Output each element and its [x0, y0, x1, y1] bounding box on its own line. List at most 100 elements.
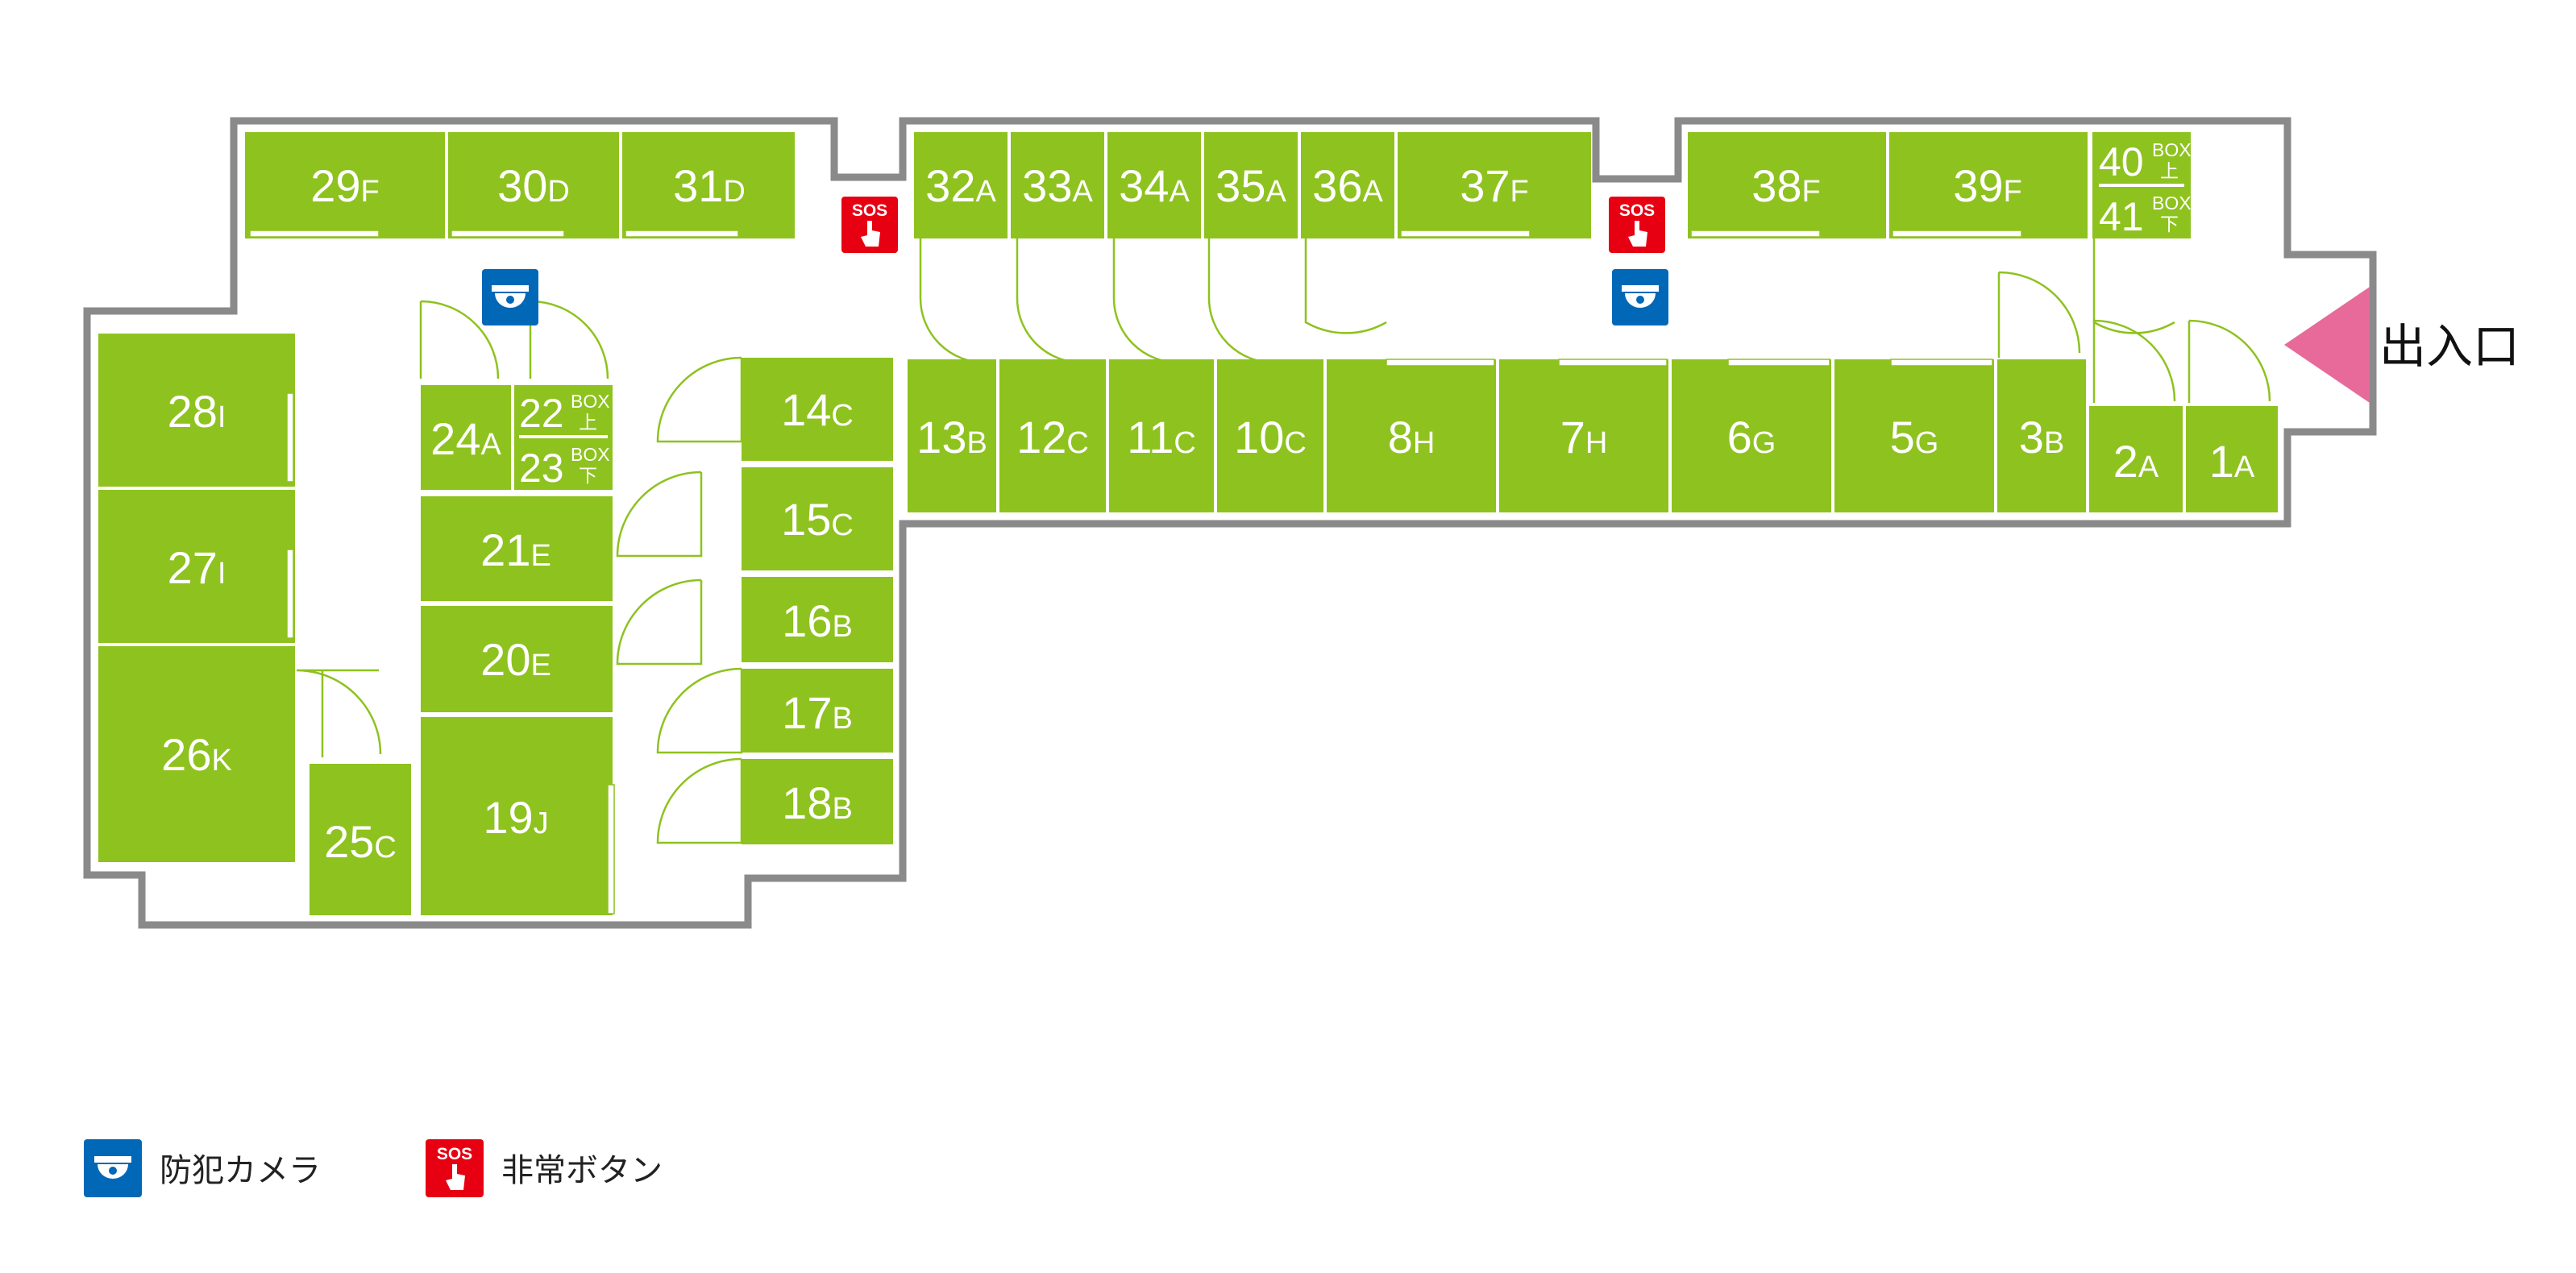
unit-15[interactable]: 15C: [742, 467, 893, 570]
entrance-arrow-icon: [2284, 287, 2370, 403]
svg-text:15C: 15C: [781, 494, 854, 545]
svg-text:10C: 10C: [1234, 412, 1307, 462]
unit-number: 22: [519, 391, 564, 436]
svg-text:38F: 38F: [1751, 160, 1821, 211]
svg-text:41: 41: [2099, 194, 2144, 239]
unit-class: C: [1284, 426, 1306, 460]
unit-number: 25: [324, 816, 374, 867]
unit-6[interactable]: 6G: [1672, 359, 1831, 512]
unit-10[interactable]: 10C: [1217, 359, 1323, 512]
unit-number: 2: [2113, 436, 2138, 487]
legend: 防犯カメラ SOS 非常ボタン: [84, 1139, 663, 1197]
sos-button-icon: SOS: [1609, 197, 1665, 253]
unit-number: 19: [483, 792, 533, 843]
unit-class: H: [1585, 426, 1607, 460]
unit-25[interactable]: 25C: [310, 764, 411, 915]
unit-20[interactable]: 20E: [421, 606, 613, 712]
unit-number: 17: [782, 687, 832, 738]
svg-text:SOS: SOS: [852, 201, 887, 220]
unit-7[interactable]: 7H: [1499, 359, 1668, 512]
svg-text:19J: 19J: [483, 792, 548, 843]
unit-number: 38: [1751, 160, 1801, 211]
legend-camera-label: 防犯カメラ: [160, 1152, 321, 1189]
unit-3[interactable]: 3B: [1997, 359, 2086, 512]
unit-number: 12: [1016, 412, 1066, 462]
unit-number: 18: [782, 777, 832, 828]
svg-text:5G: 5G: [1890, 412, 1939, 462]
unit-32[interactable]: 32A: [914, 132, 1008, 238]
unit-35[interactable]: 35A: [1204, 132, 1298, 238]
unit-number: 15: [781, 494, 831, 545]
svg-text:37F: 37F: [1460, 160, 1529, 211]
unit-13[interactable]: 13B: [908, 359, 996, 512]
unit-number: 16: [782, 595, 832, 646]
legend-sos-label: 非常ボタン: [501, 1152, 663, 1189]
unit-class: B: [832, 610, 852, 644]
unit-class: C: [1174, 426, 1195, 460]
unit-11[interactable]: 11C: [1109, 359, 1214, 512]
unit-40-41-box[interactable]: 40 BOX 上 41 BOX 下: [2092, 132, 2192, 239]
unit-number: 23: [519, 446, 564, 491]
unit-12[interactable]: 12C: [999, 359, 1106, 512]
box-lower-label: 下: [579, 465, 597, 486]
svg-text:2A: 2A: [2113, 436, 2159, 487]
sos-button-icon: SOS: [426, 1139, 484, 1197]
unit-class: A: [1362, 175, 1383, 209]
unit-class: G: [1915, 426, 1939, 460]
unit-class: D: [547, 175, 569, 209]
unit-class: C: [831, 399, 853, 433]
unit-39[interactable]: 39F: [1889, 132, 2088, 238]
unit-18[interactable]: 18B: [742, 759, 893, 844]
unit-8[interactable]: 8H: [1327, 359, 1496, 512]
unit-19[interactable]: 19J: [421, 717, 615, 915]
unit-class: B: [966, 426, 987, 460]
unit-30[interactable]: 30D: [448, 132, 619, 238]
unit-22-23-box[interactable]: 22 BOX 上 23 BOX 下: [514, 385, 613, 491]
unit-number: 8: [1388, 412, 1413, 462]
unit-2[interactable]: 2A: [2089, 406, 2183, 512]
unit-37[interactable]: 37F: [1398, 132, 1591, 238]
unit-33[interactable]: 33A: [1011, 132, 1104, 238]
box-label: BOX: [571, 444, 610, 465]
unit-number: 24: [430, 413, 480, 464]
unit-14[interactable]: 14C: [742, 358, 893, 461]
unit-28[interactable]: 28I: [98, 334, 295, 487]
svg-text:22: 22: [519, 391, 564, 436]
svg-text:11C: 11C: [1127, 412, 1196, 462]
unit-class: F: [1802, 175, 1821, 209]
unit-number: 26: [161, 729, 211, 780]
unit-24[interactable]: 24A: [421, 385, 511, 490]
svg-text:40: 40: [2099, 139, 2144, 185]
unit-number: 13: [916, 412, 966, 462]
unit-36[interactable]: 36A: [1301, 132, 1394, 238]
svg-text:14C: 14C: [781, 384, 854, 435]
unit-number: 1: [2209, 436, 2234, 487]
unit-29[interactable]: 29F: [245, 132, 445, 238]
unit-26[interactable]: 26K: [98, 646, 295, 862]
box-lower-label: 下: [2160, 214, 2179, 234]
unit-class: K: [211, 744, 231, 777]
svg-text:8H: 8H: [1388, 412, 1435, 462]
unit-class: F: [1510, 175, 1529, 209]
unit-5[interactable]: 5G: [1834, 359, 1994, 512]
unit-number: 30: [497, 160, 547, 211]
unit-17[interactable]: 17B: [742, 669, 893, 753]
unit-27[interactable]: 27I: [98, 490, 295, 643]
unit-31[interactable]: 31D: [622, 132, 795, 238]
unit-16[interactable]: 16B: [742, 577, 893, 662]
unit-number: 3: [2019, 412, 2044, 462]
unit-number: 35: [1215, 160, 1265, 211]
svg-text:33A: 33A: [1022, 160, 1093, 211]
unit-21[interactable]: 21E: [421, 496, 613, 601]
unit-class: I: [218, 557, 226, 591]
unit-number: 37: [1460, 160, 1510, 211]
unit-class: J: [534, 807, 549, 840]
svg-text:24A: 24A: [430, 413, 501, 464]
svg-text:SOS: SOS: [1619, 201, 1655, 220]
unit-class: F: [361, 175, 380, 209]
unit-38[interactable]: 38F: [1688, 132, 1886, 238]
unit-34[interactable]: 34A: [1107, 132, 1201, 238]
unit-class: A: [1169, 175, 1190, 209]
unit-number: 10: [1234, 412, 1284, 462]
unit-1[interactable]: 1A: [2186, 406, 2278, 512]
